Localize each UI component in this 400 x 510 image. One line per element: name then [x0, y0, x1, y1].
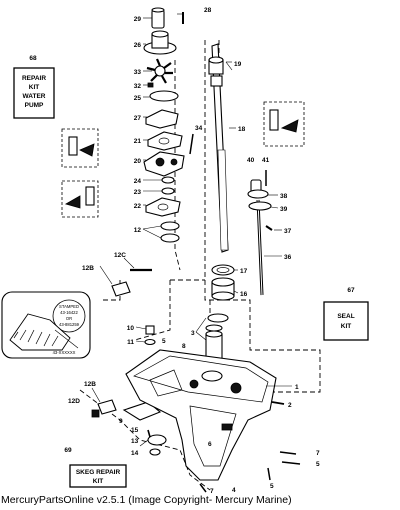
callout-37: 37 — [284, 228, 292, 235]
kit-label-line2: KIT — [341, 323, 352, 330]
kit-subbox-c — [263, 101, 305, 147]
callout-21: 21 — [134, 138, 142, 145]
svg-text:43-XXXXXX: 43-XXXXXX — [53, 350, 76, 355]
callout-12B-low: 12B — [84, 381, 96, 388]
callout-4: 4 — [232, 487, 236, 494]
callout-7a: 7 — [316, 450, 320, 457]
callout-10: 10 — [127, 325, 135, 332]
callout-40: 40 — [247, 157, 255, 164]
callout-25: 25 — [134, 95, 142, 102]
shift-shaft-parts — [247, 170, 273, 296]
kit-label-line1: SKEG REPAIR — [76, 469, 121, 476]
callout-38: 38 — [280, 193, 288, 200]
kit-box-seal[interactable]: 67 SEAL KIT — [323, 287, 369, 341]
callout-9: 9 — [119, 418, 123, 425]
svg-text:43-16422: 43-16422 — [60, 310, 78, 315]
callout-16: 16 — [240, 291, 248, 298]
callout-13: 13 — [131, 438, 139, 445]
callout-15: 15 — [131, 427, 139, 434]
kit-label-line1: REPAIR — [22, 75, 46, 82]
part-callouts: 29 28 26 33 32 25 27 34 21 20 24 23 22 1… — [68, 7, 320, 495]
callout-3: 3 — [191, 330, 195, 337]
callout-5c: 5 — [270, 483, 274, 490]
callout-32: 32 — [134, 83, 142, 90]
callout-5b: 5 — [316, 461, 320, 468]
kit-label-line1: SEAL — [337, 313, 354, 320]
callout-19: 19 — [234, 61, 242, 68]
callout-8: 8 — [182, 343, 186, 350]
kit-subbox-a — [61, 128, 99, 168]
kit-number-67: 67 — [347, 287, 355, 294]
kit-number-69: 69 — [64, 447, 72, 454]
callout-29: 29 — [134, 16, 142, 23]
callout-36: 36 — [284, 254, 292, 261]
kit-label-line2: KIT — [93, 478, 104, 485]
callout-22: 22 — [134, 203, 142, 210]
callout-24: 24 — [134, 178, 142, 185]
callout-12C: 12C — [114, 252, 126, 259]
kit-subbox-b — [61, 180, 99, 218]
svg-text:STAMPED: STAMPED — [59, 304, 79, 309]
callout-41: 41 — [262, 157, 270, 164]
callout-11: 11 — [127, 339, 134, 346]
callout-1: 1 — [295, 384, 299, 391]
image-caption: MercuryPartsOnline v2.5.1 (Image Copyrig… — [1, 494, 292, 506]
callout-12: 12 — [134, 227, 142, 234]
callout-23: 23 — [134, 189, 142, 196]
callout-14: 14 — [131, 450, 139, 457]
svg-text:OR: OR — [66, 316, 72, 321]
callout-34: 34 — [195, 125, 203, 132]
callout-33: 33 — [134, 69, 142, 76]
kit-number-68: 68 — [29, 55, 37, 62]
kit-box-skeg[interactable]: 69 SKEG REPAIR KIT — [64, 447, 127, 488]
leader-lines — [91, 13, 292, 447]
kit-label-line3: WATER — [23, 93, 46, 100]
water-pump-parts — [143, 7, 194, 243]
callout-7b: 7 — [210, 488, 214, 495]
stamped-gear-inset: STAMPED 43-16422 OR 43-881259 43-XXXXXX — [1, 291, 91, 359]
callout-26: 26 — [134, 42, 142, 49]
kit-box-water-pump[interactable]: 68 REPAIR KIT WATER PUMP — [13, 55, 55, 119]
svg-text:43-881259: 43-881259 — [59, 322, 80, 327]
callout-18: 18 — [238, 126, 246, 133]
kit-label-line2: KIT — [29, 84, 40, 91]
callout-17: 17 — [240, 268, 248, 275]
callout-6: 6 — [208, 441, 212, 448]
callout-2: 2 — [288, 402, 292, 409]
callout-39: 39 — [280, 206, 288, 213]
bearing-parts — [211, 264, 235, 301]
driveshaft — [208, 43, 229, 253]
callout-12D: 12D — [68, 398, 80, 405]
kit-label-line4: PUMP — [25, 102, 44, 109]
gear-housing — [125, 349, 301, 493]
callout-20: 20 — [134, 158, 142, 165]
callout-28: 28 — [204, 7, 212, 14]
callout-5: 5 — [162, 338, 166, 345]
callout-27: 27 — [134, 115, 142, 122]
callout-12B-top: 12B — [82, 265, 94, 272]
